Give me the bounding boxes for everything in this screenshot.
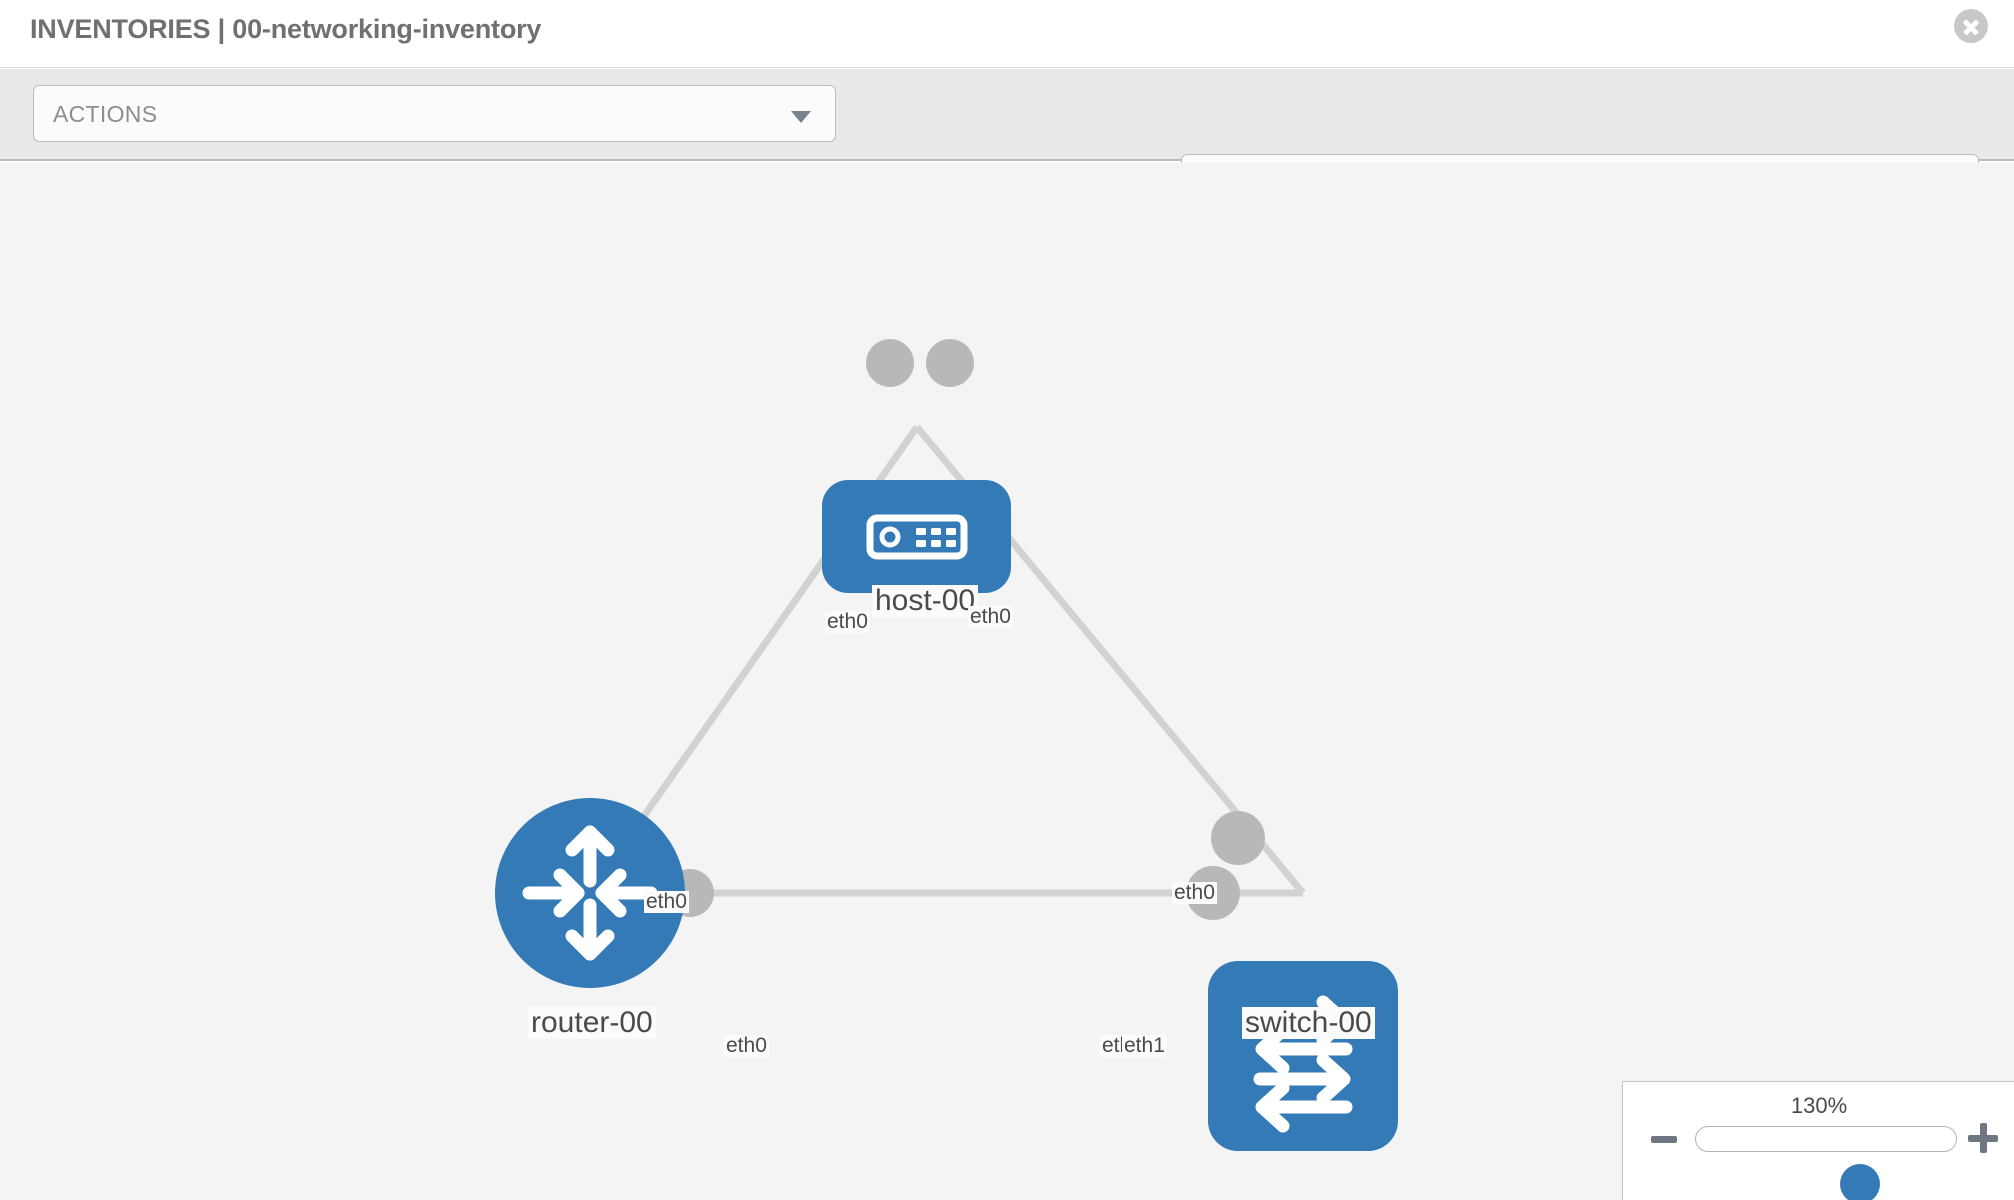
- connector-switch00-eth0: [1211, 811, 1265, 865]
- zoom-slider[interactable]: [1695, 1126, 1957, 1200]
- node-host-00-shape: [822, 480, 1011, 593]
- topology-connectors: [666, 339, 1265, 920]
- node-label-switch-00: switch-00: [1242, 1007, 1375, 1039]
- interface-label-switch00-uplink: eth0: [1172, 881, 1217, 905]
- interface-label-router00-uplink: eth0: [644, 890, 689, 914]
- toolbar: ACTIONS SEARCH: [0, 69, 2014, 211]
- actions-dropdown[interactable]: ACTIONS: [33, 85, 836, 142]
- minus-icon[interactable]: [1651, 1136, 1677, 1143]
- node-router-00: [495, 798, 685, 988]
- router-arrows-icon: [522, 825, 658, 961]
- server-device-icon: [866, 514, 968, 560]
- node-label-host-00: host-00: [872, 585, 979, 617]
- close-icon[interactable]: [1954, 9, 1988, 43]
- node-switch-00-shape: [1208, 961, 1398, 1151]
- connector-host00-left: [866, 339, 914, 387]
- node-switch-00: [1208, 961, 1398, 1151]
- interface-label-host00-left: eth0: [825, 610, 870, 634]
- page-title: INVENTORIES | 00-networking-inventory: [30, 14, 542, 44]
- page-header: INVENTORIES | 00-networking-inventory: [0, 0, 2014, 68]
- node-host-00: [822, 480, 1011, 593]
- zoom-slider-thumb[interactable]: [1840, 1164, 1880, 1200]
- zoom-control-panel: 130%: [1622, 1081, 2014, 1200]
- interface-label-host00-right: eth0: [968, 605, 1013, 629]
- connector-host00-right: [926, 339, 974, 387]
- topology-graph: [495, 339, 1398, 1151]
- zoom-level-label: 130%: [1790, 1093, 1848, 1118]
- plus-icon[interactable]: [1968, 1123, 1998, 1153]
- node-label-router-00: router-00: [528, 1007, 656, 1039]
- topology-canvas[interactable]: host-00 router-00 switch-00 eth0 eth0 et…: [0, 163, 2014, 1200]
- node-router-00-shape: [495, 798, 685, 988]
- interface-label-switch00-eth1: eth1: [1122, 1034, 1167, 1058]
- actions-dropdown-label: ACTIONS: [53, 101, 158, 127]
- chevron-down-icon: [791, 111, 811, 123]
- interface-label-router00-eth0: eth0: [724, 1034, 769, 1058]
